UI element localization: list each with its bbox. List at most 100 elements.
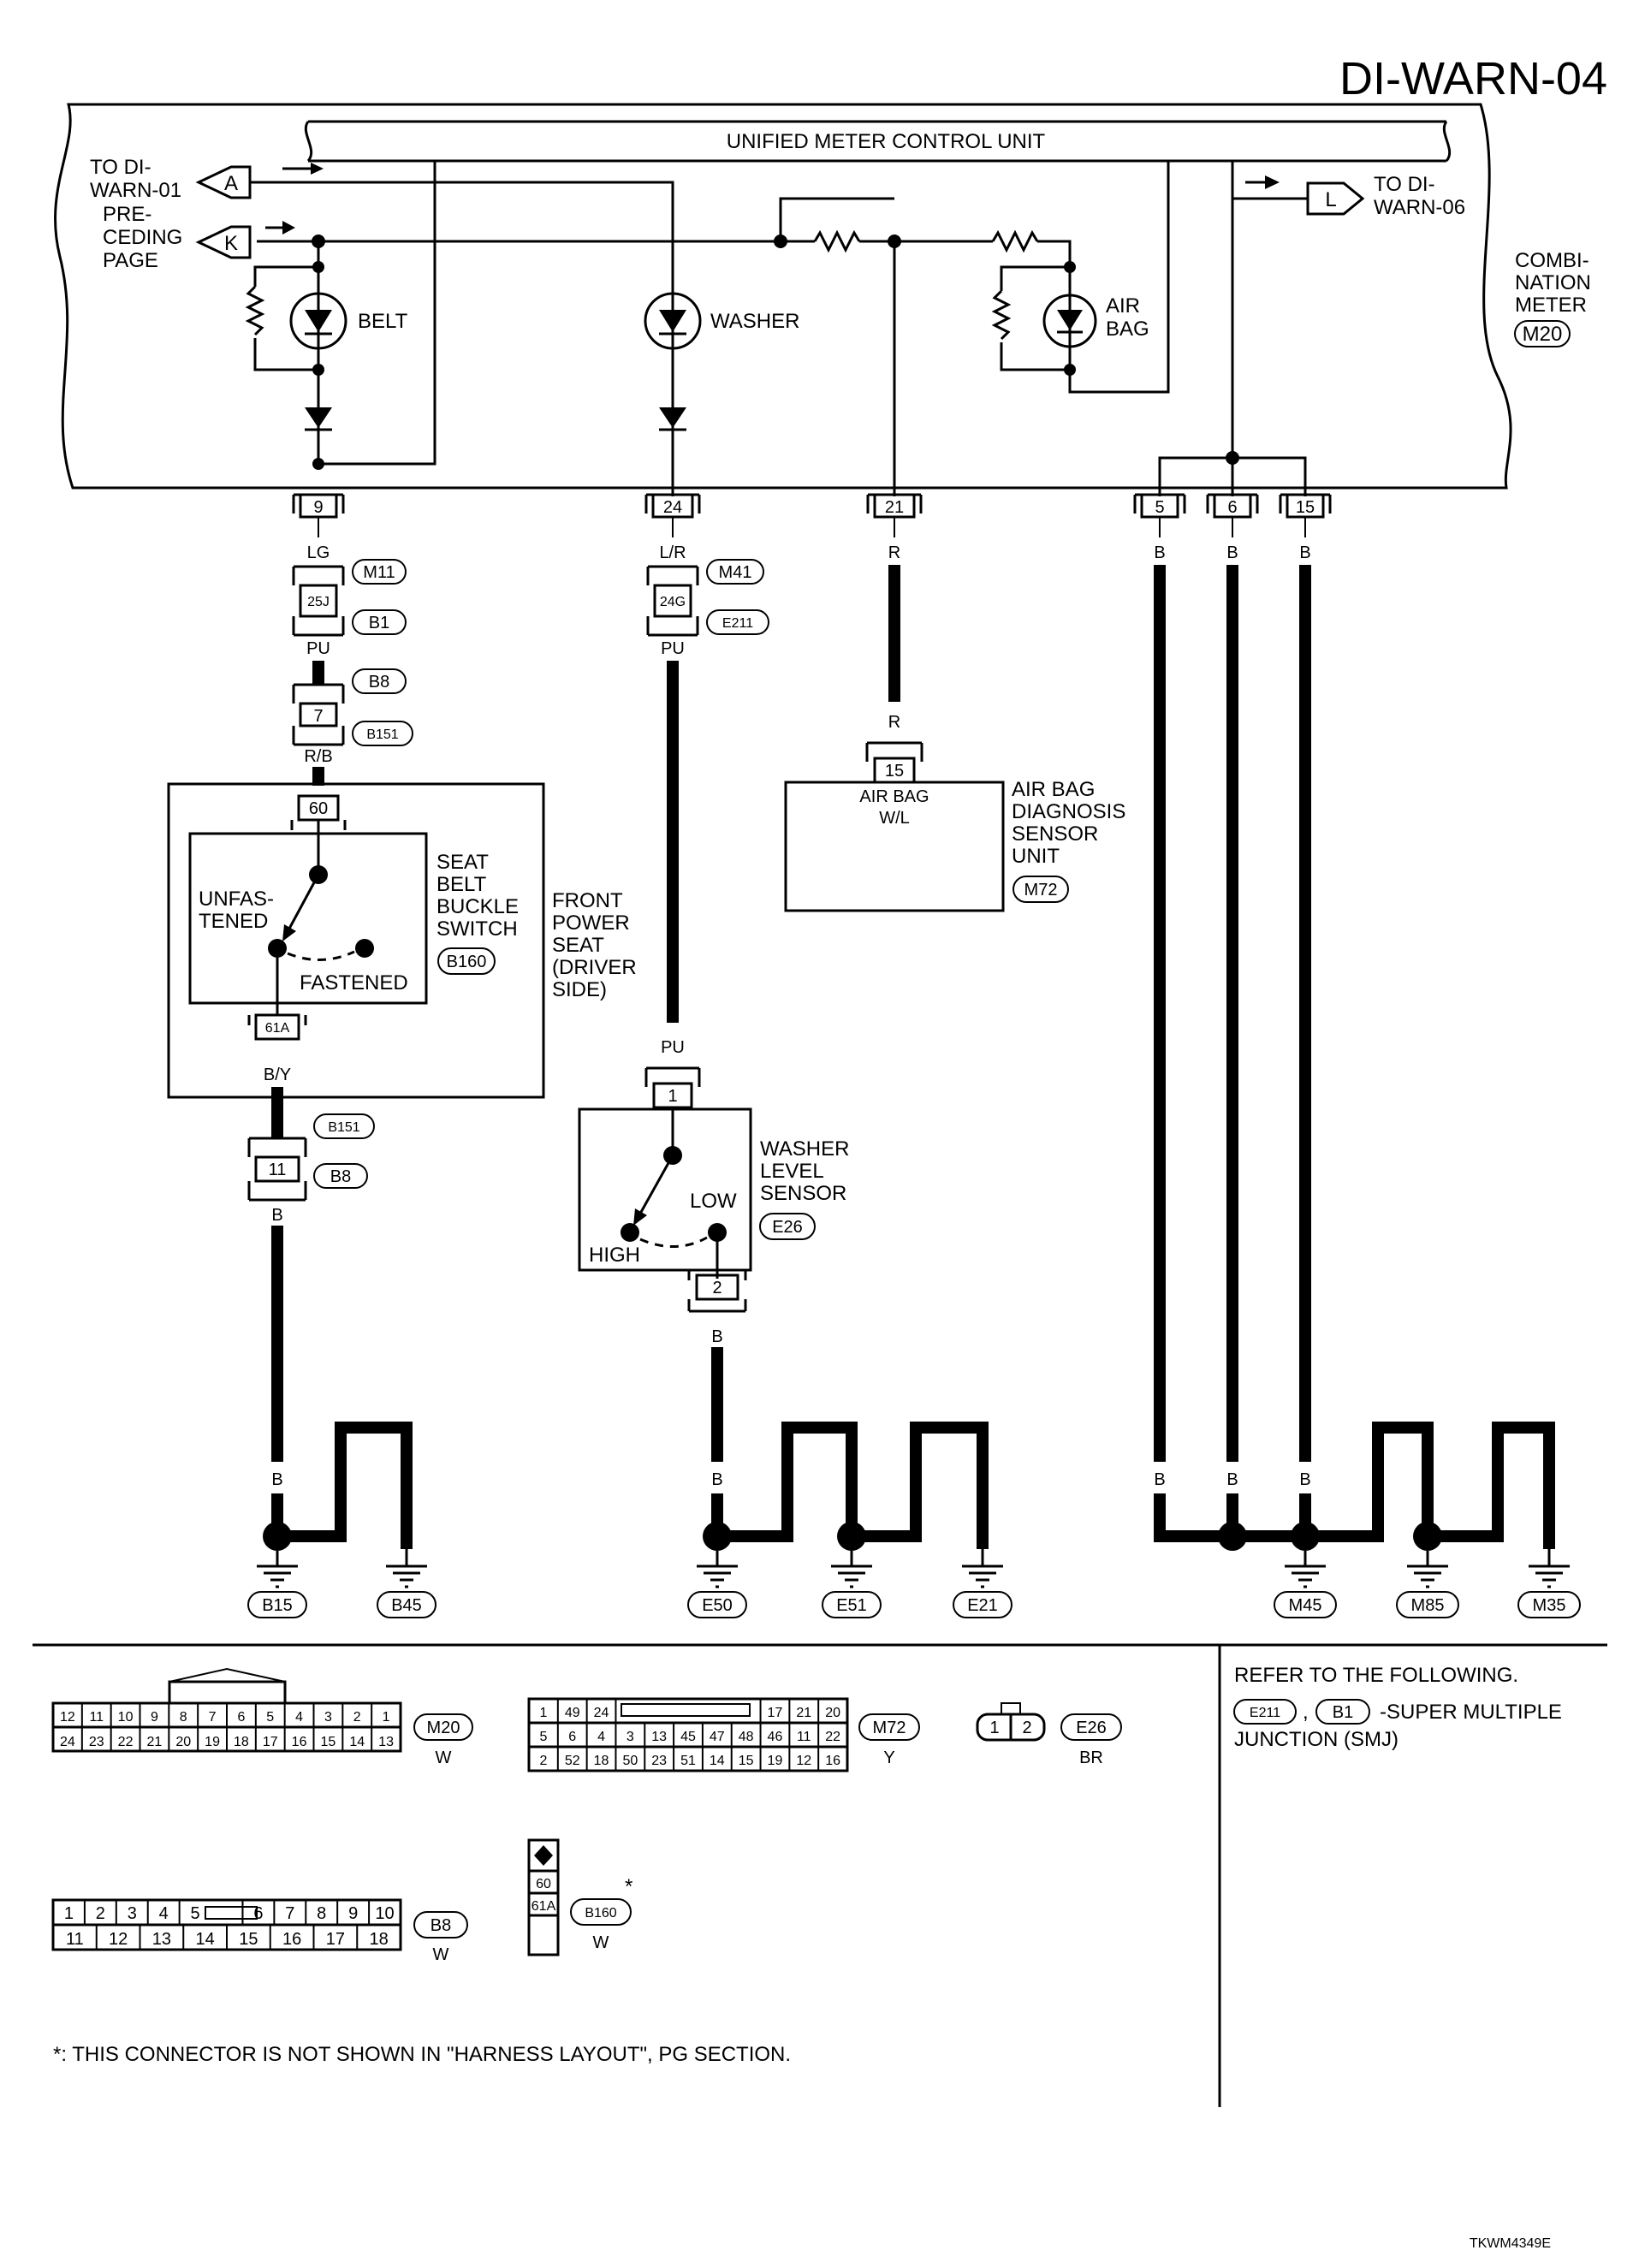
washer-level-sensor: 1 LOW HIGH 2 B WASHER LEVEL SENSOR E26: [578, 1066, 849, 1462]
m20-pin: 20: [175, 1735, 191, 1749]
m72-pin: 18: [594, 1754, 609, 1768]
svg-text:21: 21: [885, 498, 904, 517]
m20-pin: 1: [383, 1710, 390, 1725]
svg-text:E26: E26: [1076, 1719, 1107, 1737]
m20-pin: 18: [234, 1735, 249, 1749]
svg-text:WARN-06: WARN-06: [1374, 196, 1465, 219]
svg-text:R: R: [888, 543, 900, 562]
svg-text:AIR BAG: AIR BAG: [1012, 778, 1095, 801]
svg-text:M45: M45: [1289, 1596, 1322, 1615]
svg-text:B160: B160: [585, 1906, 616, 1921]
m20-pin: 9: [151, 1710, 158, 1725]
airbag-wire: R R 15: [865, 517, 923, 784]
svg-text:61A: 61A: [265, 1021, 290, 1036]
m20-pin: 21: [147, 1735, 163, 1749]
svg-text:TO DI-: TO DI-: [90, 156, 151, 179]
front-power-seat: 60 UNFAS- TENED FASTENED 61A B/Y SEAT BE…: [167, 782, 637, 1138]
b8-pin: 8: [317, 1904, 326, 1923]
m72-pin: 17: [768, 1706, 783, 1720]
svg-text:CEDING: CEDING: [103, 226, 182, 249]
m72-pin: 51: [680, 1754, 696, 1768]
m72-pin: 47: [710, 1730, 725, 1744]
m20-pin: 12: [60, 1710, 75, 1725]
svg-text:SWITCH: SWITCH: [436, 917, 518, 941]
m72-pin: 14: [710, 1754, 725, 1768]
svg-text:AIR BAG: AIR BAG: [859, 787, 929, 806]
m20-pin: 8: [180, 1710, 187, 1725]
svg-text:B160: B160: [447, 953, 487, 971]
m72-pin: 4: [597, 1730, 605, 1744]
terminal-5: 5: [1133, 493, 1186, 519]
m72-pin: 15: [739, 1754, 754, 1768]
b8-pin: 11: [66, 1930, 84, 1949]
refer-block: REFER TO THE FOLLOWING. E211 , B1 -SUPER…: [1233, 1664, 1562, 1751]
svg-text:15: 15: [885, 762, 904, 781]
m20-pin: 23: [89, 1735, 104, 1749]
svg-text:B: B: [711, 1327, 722, 1346]
figure-code: TKWM4349E: [1470, 2236, 1551, 2251]
svg-text:E211: E211: [1250, 1706, 1280, 1720]
terminal-24: 24: [644, 493, 701, 519]
svg-text:SENSOR: SENSOR: [760, 1182, 846, 1205]
svg-text:2: 2: [712, 1279, 722, 1297]
svg-text:W/L: W/L: [879, 809, 910, 828]
svg-text:SENSOR: SENSOR: [1012, 822, 1098, 846]
m20-pin: 17: [263, 1735, 278, 1749]
svg-text:M35: M35: [1533, 1596, 1566, 1615]
ground-e21-icon: E21: [953, 1564, 1012, 1618]
svg-text:M20: M20: [1523, 323, 1563, 346]
svg-text:A: A: [224, 172, 238, 195]
svg-text:B8: B8: [431, 1916, 451, 1935]
svg-text:24G: 24G: [660, 595, 686, 609]
svg-text:SIDE): SIDE): [552, 978, 607, 1001]
svg-text:B: B: [271, 1470, 282, 1489]
svg-text:M20: M20: [427, 1719, 460, 1737]
m20-pin: 16: [292, 1735, 307, 1749]
m72-pin: 1: [539, 1706, 547, 1720]
svg-text:TO DI-: TO DI-: [1374, 173, 1435, 196]
svg-text:B: B: [1226, 1470, 1238, 1489]
svg-text:E26: E26: [772, 1218, 803, 1237]
m72-pin: 16: [825, 1754, 840, 1768]
svg-text:B/Y: B/Y: [264, 1066, 291, 1084]
svg-text:*: *: [625, 1875, 632, 1898]
svg-text:BELT: BELT: [436, 873, 487, 896]
m72-pin: 6: [568, 1730, 576, 1744]
b8-pin: 6: [253, 1904, 263, 1923]
svg-text:B: B: [711, 1470, 722, 1489]
svg-text:TENED: TENED: [199, 910, 268, 933]
terminal-21: 21: [866, 493, 923, 519]
svg-text:B: B: [271, 1206, 282, 1225]
svg-text:R: R: [888, 713, 900, 732]
combination-meter-label: COMBI- NATION METER M20: [1514, 249, 1591, 347]
ground-e50-icon: E50: [687, 1564, 747, 1618]
svg-text:HIGH: HIGH: [589, 1244, 640, 1267]
svg-text:E50: E50: [702, 1596, 733, 1615]
svg-text:M72: M72: [1024, 881, 1058, 899]
m72-pin: 19: [768, 1754, 783, 1768]
svg-text:BR: BR: [1079, 1748, 1103, 1767]
b8-pin: 15: [239, 1930, 258, 1949]
svg-text:25J: 25J: [307, 595, 330, 609]
svg-text:NATION: NATION: [1515, 271, 1591, 294]
m20-pin: 6: [237, 1710, 245, 1725]
svg-text:1: 1: [989, 1719, 999, 1737]
svg-text:REFER TO THE FOLLOWING.: REFER TO THE FOLLOWING.: [1234, 1664, 1518, 1687]
terminal-6: 6: [1206, 493, 1259, 519]
svg-text:M85: M85: [1411, 1596, 1445, 1615]
m72-pin: 46: [768, 1730, 783, 1744]
svg-text:LG: LG: [307, 543, 330, 562]
svg-text:B8: B8: [369, 673, 389, 692]
svg-text:K: K: [224, 232, 238, 255]
m20-pin: 4: [295, 1710, 303, 1725]
svg-text:PAGE: PAGE: [103, 249, 158, 272]
svg-text:PU: PU: [306, 639, 330, 658]
belt-wire: LG 25J M11 B1 PU 7 B8 B151 R/B: [292, 517, 413, 786]
ground-m45-icon: M45: [1274, 1564, 1337, 1618]
svg-text:DIAGNOSIS: DIAGNOSIS: [1012, 800, 1125, 823]
svg-text:11: 11: [269, 1161, 287, 1179]
ground-b15-icon: B15: [247, 1564, 307, 1618]
unit-label: UNIFIED METER CONTROL UNIT: [727, 130, 1046, 153]
